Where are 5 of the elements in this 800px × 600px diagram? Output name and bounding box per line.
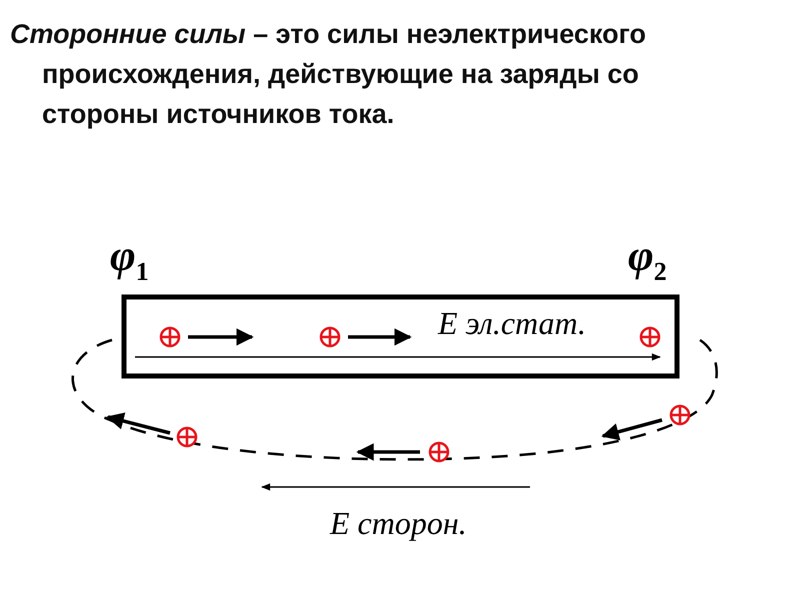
potential-label: φ$_{1}$ [110,232,149,288]
potential-label: φ$_{2}$ [628,232,667,288]
field-label: E сторон. [330,505,467,541]
heading-text: Сторонние силы – это силы неэлектрического происхождения, действующие на заряды со стороны источников тока. [10,18,647,131]
field-label: E эл.стат. [438,305,586,341]
